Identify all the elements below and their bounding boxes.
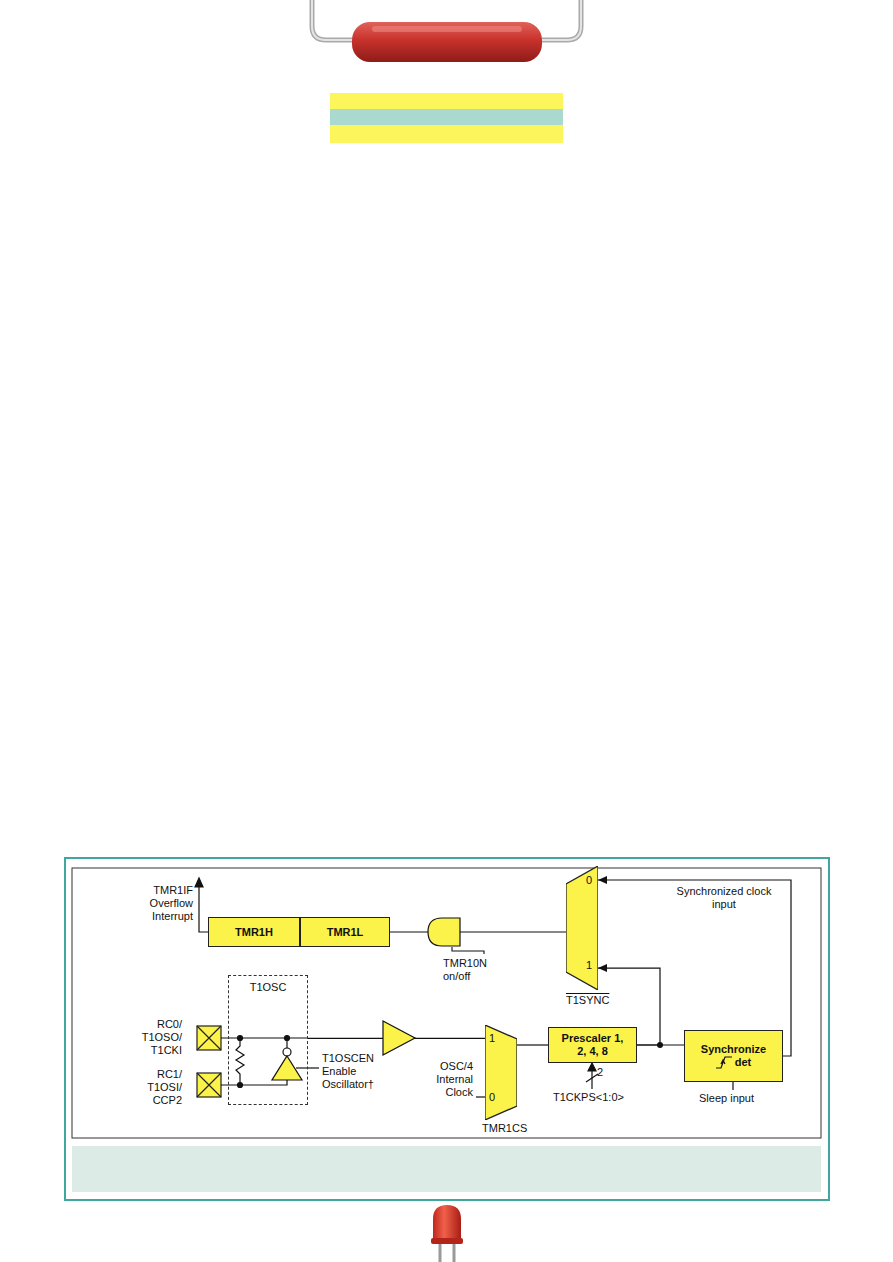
node-text: 0 (489, 1091, 495, 1104)
oscillator-box: T1OSC (228, 975, 308, 1105)
edge-symbol (716, 1056, 732, 1069)
multiplexer: 01 (566, 866, 598, 990)
signal-label: TMR1CS (482, 1122, 527, 1135)
signal-wire (517, 1044, 548, 1045)
detector-row: det (716, 1056, 752, 1069)
signal-label: Synchronized clock input (676, 885, 772, 911)
register-box: TMR1H (208, 917, 300, 947)
bar-stripe (330, 93, 563, 109)
pin-name: RC1/ T1OSI/ CCP2 (147, 1068, 182, 1107)
figure-frame (65, 858, 829, 1200)
interrupt-arrow (195, 878, 208, 932)
caption-band (72, 1146, 821, 1192)
leader-line (452, 947, 484, 954)
signal-label: T1CKPS<1:0> (553, 1091, 624, 1104)
and-gate (428, 918, 460, 946)
node-text: TMR1L (327, 926, 364, 939)
clock-wire (476, 1096, 485, 1097)
register-box: TMR1L (300, 917, 390, 947)
prescaler-box: Prescaler 1, 2, 4, 8 (548, 1027, 637, 1063)
node-text: det (735, 1056, 752, 1069)
signal-label: OSC/4 Internal Clock (436, 1060, 473, 1099)
title-bar (330, 93, 563, 143)
diagram-panel (72, 868, 821, 1138)
signal-label: TMR1IF Overflow Interrupt (150, 884, 193, 923)
multiplexer: 10 (485, 1025, 517, 1120)
multiplexer-shape (566, 866, 598, 990)
multiplexer-shape (485, 1025, 517, 1120)
signal-label: Sleep input (699, 1092, 754, 1105)
led-symbol (431, 1205, 463, 1262)
edge-symbol (716, 1057, 732, 1068)
signal-wire (637, 1044, 684, 1045)
bar-stripe (330, 125, 563, 143)
signal-label: T1OSCEN Enable Oscillator† (322, 1052, 374, 1091)
node-text: 0 (586, 874, 592, 887)
signal-wire (390, 931, 566, 932)
bus-width: 2 (597, 1066, 603, 1079)
oscillator-circuit (221, 1036, 319, 1088)
node-text: T1OSC (250, 981, 287, 993)
outer-frame (65, 858, 829, 1200)
multiplexer-outline (566, 866, 598, 990)
node-text: Synchronize (701, 1043, 766, 1056)
node-text: TMR1H (235, 926, 273, 939)
buffer-symbol (383, 1021, 415, 1055)
leader-line (732, 1082, 733, 1090)
pin-name: RC0/ T1OSO/ T1CKI (142, 1018, 182, 1057)
signal-label: T1SYNC (566, 994, 609, 1007)
signal-label: TMR10N on/off (443, 957, 487, 983)
select-bus (586, 1063, 598, 1089)
node-text: 1 (489, 1032, 495, 1045)
node-text: Prescaler 1, 2, 4, 8 (557, 1032, 629, 1058)
resistor-symbol (236, 1038, 244, 1085)
resistor-symbol (312, 0, 581, 62)
bar-stripe (330, 109, 563, 125)
resistor-body (352, 22, 542, 62)
pin-terminal (197, 1026, 221, 1097)
synchronizer-box: Synchronizedet (684, 1030, 783, 1082)
resistor-highlight (372, 26, 522, 32)
node-text: 1 (586, 959, 592, 972)
